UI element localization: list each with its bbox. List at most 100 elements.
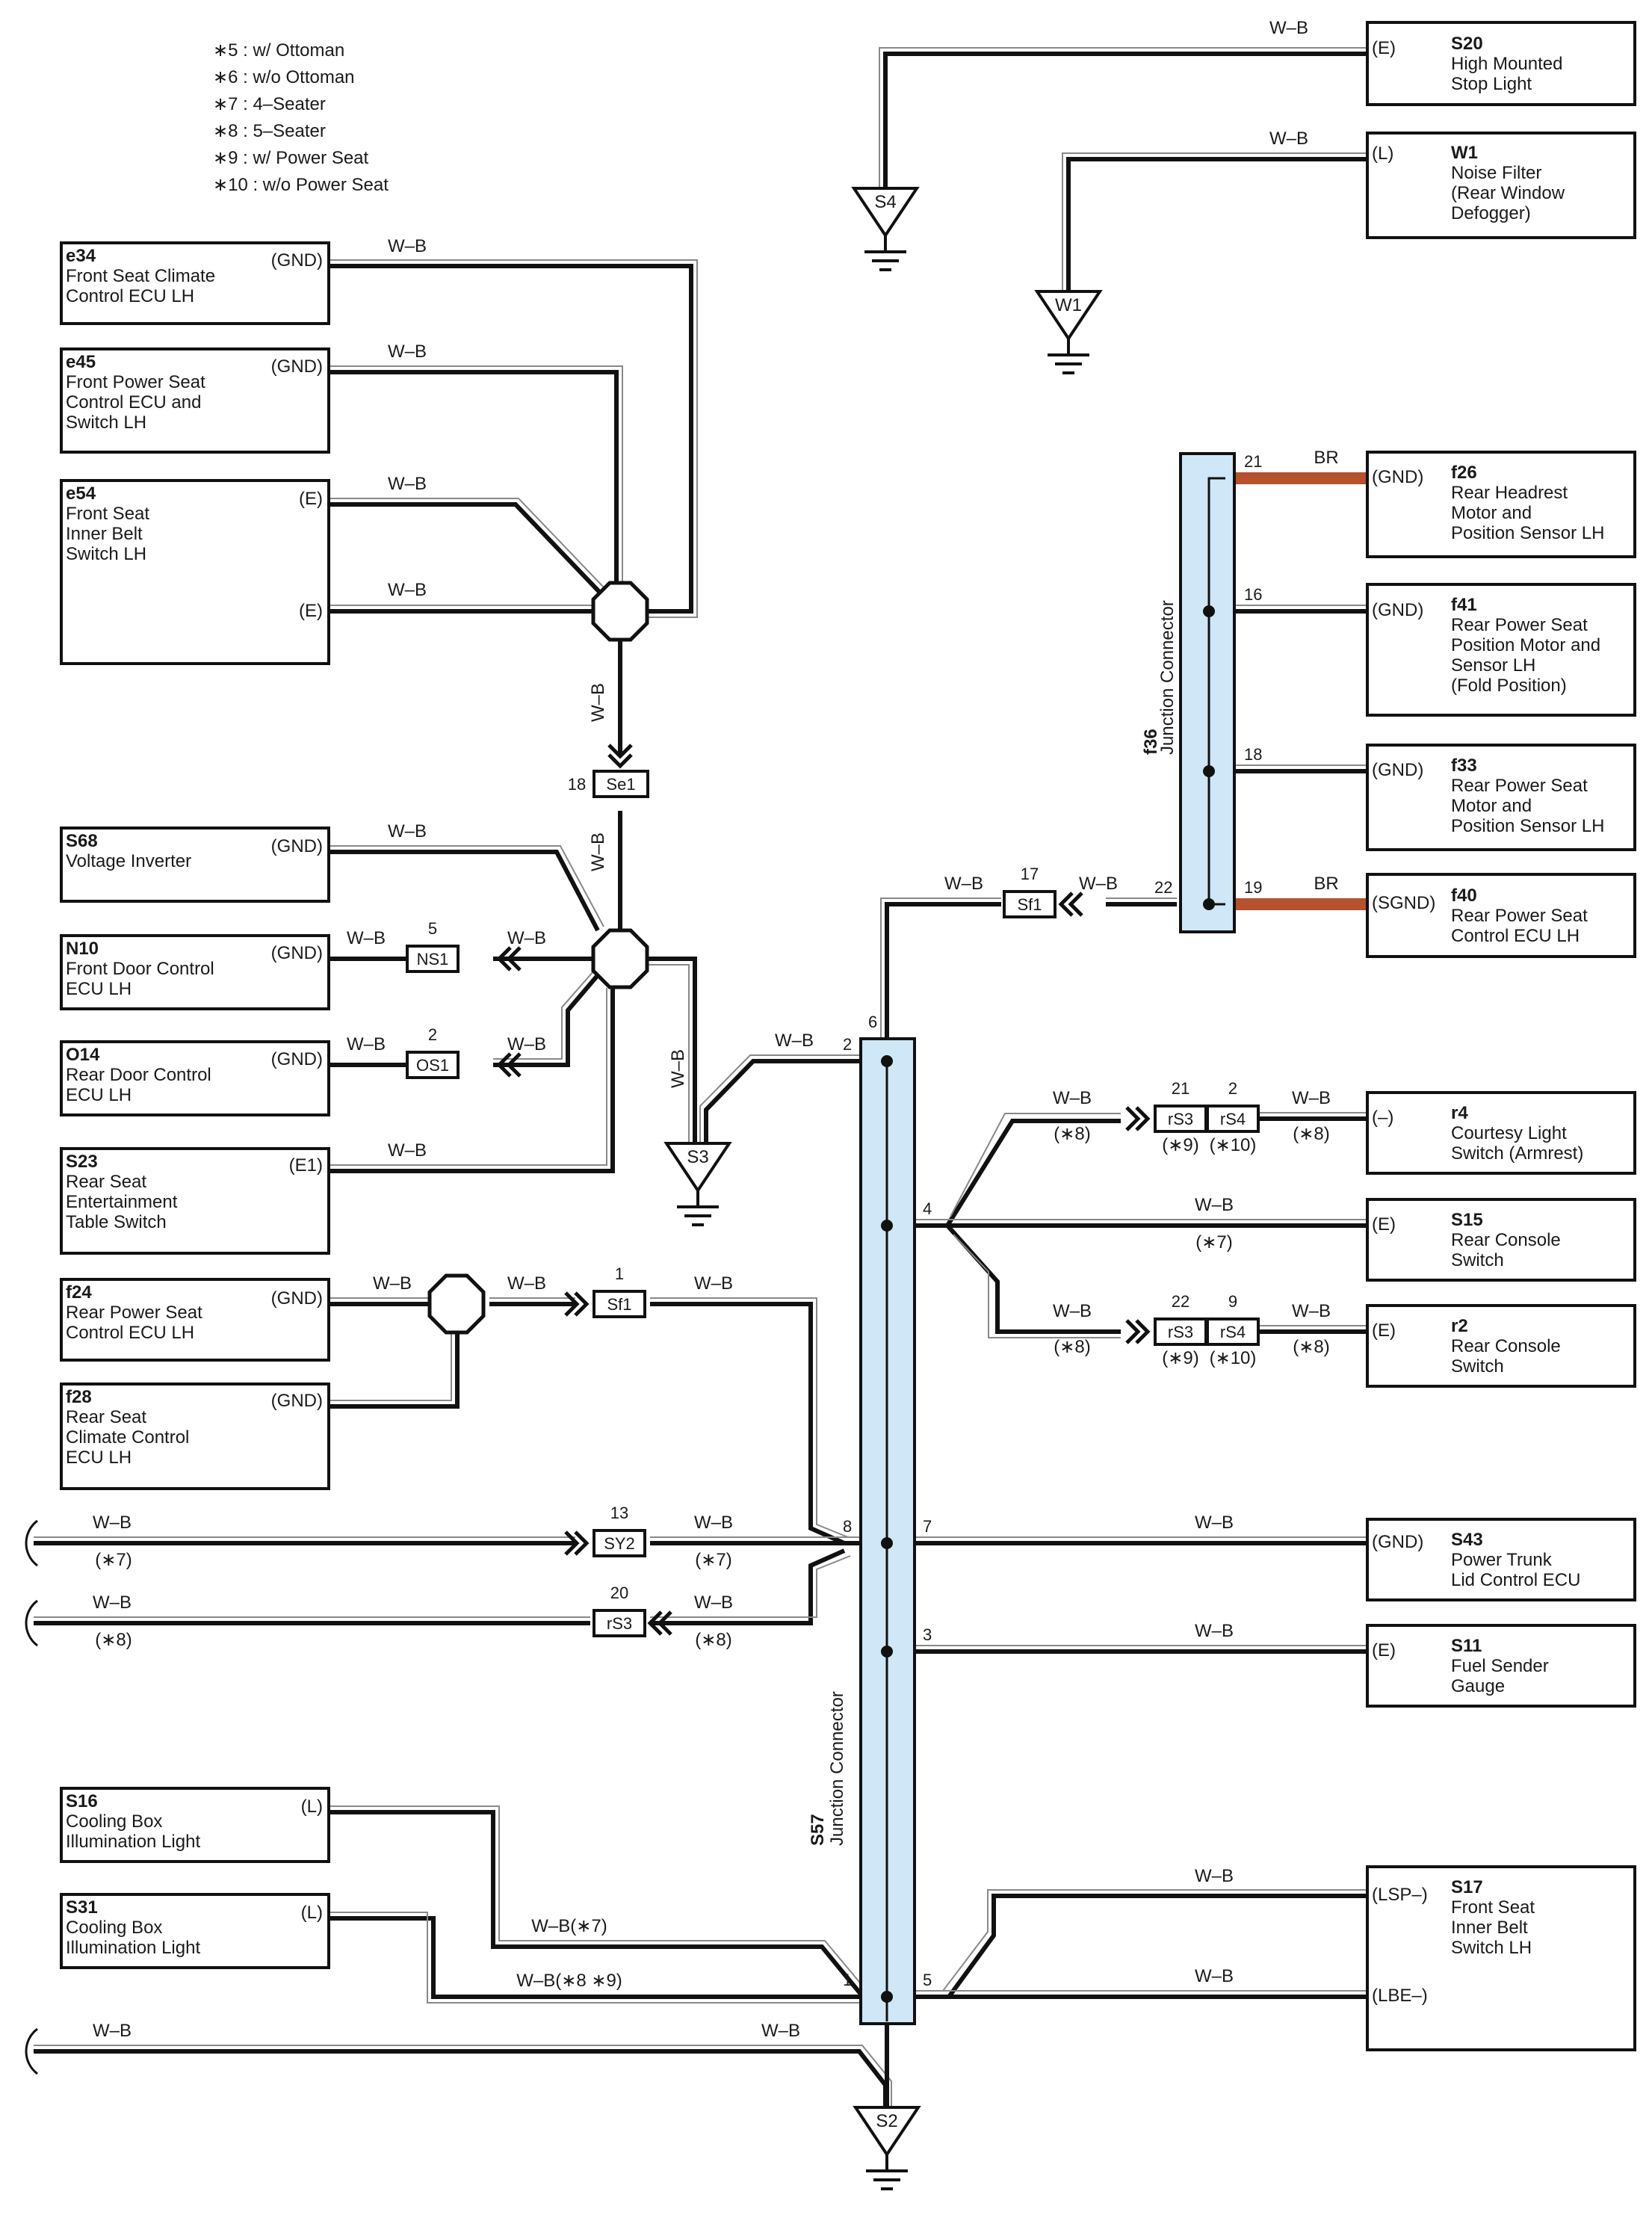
- connector-rs4a-box: [1206, 1105, 1260, 1133]
- component-code: S43: [1451, 1530, 1483, 1550]
- s68-box: [60, 827, 330, 903]
- pin-label: (LBE–): [1372, 1986, 1428, 2006]
- inline-connector-code: rS4: [1220, 1323, 1246, 1341]
- variant-notes: ∗5 : w/ Ottoman ∗6 : w/o Ottoman ∗7 : 4–…: [213, 40, 389, 195]
- pin-label: (GND): [271, 356, 323, 377]
- pin-label: (GND): [1372, 467, 1423, 487]
- variant-label: (∗8): [1293, 1124, 1329, 1144]
- variant-label: (∗10): [1210, 1135, 1257, 1155]
- chevron-left-icon: [647, 1610, 672, 1636]
- component-code: f41: [1451, 595, 1477, 615]
- n10-box: [60, 934, 330, 1010]
- pin-label: (GND): [271, 943, 323, 963]
- wire-color-label: W–B: [775, 1031, 814, 1051]
- component-name: Switch LH: [66, 544, 146, 564]
- s57-node: [881, 1991, 893, 2003]
- s57-node: [881, 1537, 893, 1549]
- wire-s68: [329, 850, 600, 932]
- pin-label: (E): [299, 489, 323, 509]
- pin-label: (LSP–): [1372, 1885, 1428, 1905]
- component-code: e54: [66, 484, 96, 504]
- f41-box: [1366, 583, 1636, 717]
- chevron-left-icon: [496, 1052, 522, 1078]
- s17-box: [1366, 1865, 1636, 2051]
- wire-color-label: W–B: [1292, 1301, 1331, 1321]
- inline-connector-pin: 2: [1228, 1079, 1237, 1098]
- component-name: (Fold Position): [1451, 676, 1567, 696]
- f24-box: [60, 1278, 330, 1362]
- wire-color-label: W–B: [388, 342, 427, 362]
- wire-color-label: W–B: [507, 1273, 546, 1294]
- wire-break-marks: [25, 1519, 38, 2075]
- component-name: Entertainment: [66, 1192, 178, 1212]
- variant-label: (∗8): [1054, 1124, 1090, 1144]
- wire-color-label: W–B: [761, 2021, 800, 2041]
- r4-box: [1366, 1091, 1636, 1175]
- ground-label: S3: [687, 1147, 708, 1167]
- s15-box: [1366, 1198, 1636, 1282]
- wire-w1-ground: [1066, 157, 1367, 299]
- wire-color-label: W–B: [588, 683, 608, 722]
- wire-color-label: BR: [1314, 874, 1338, 894]
- f36-node: [1203, 898, 1215, 910]
- wire-os1-splice2: [493, 974, 600, 1067]
- wire-color-label: W–B: [668, 1049, 688, 1088]
- pin-label: (L): [301, 1797, 323, 1817]
- s20-box: [1366, 21, 1636, 106]
- ground-label: S4: [874, 192, 896, 212]
- component-name: Cooling Box: [66, 1918, 162, 1938]
- inline-connector-code: rS3: [607, 1614, 632, 1633]
- component-name: ECU LH: [66, 979, 132, 999]
- ground-label: W1: [1055, 295, 1082, 315]
- component-name: Switch (Armrest): [1451, 1143, 1583, 1164]
- variant-label: (∗8): [1054, 1337, 1090, 1357]
- inline-connector-pin: 13: [610, 1504, 628, 1522]
- component-code: W1: [1451, 143, 1478, 163]
- component-name: Stop Light: [1451, 74, 1532, 94]
- wire-color-label: W–B: [1195, 1621, 1234, 1641]
- wire-s31: [329, 1916, 863, 1999]
- wire-color-label: W–B: [388, 580, 427, 600]
- component-name: (Rear Window: [1451, 183, 1565, 203]
- wire-color-label: W–B: [1195, 1195, 1234, 1215]
- component-code: S20: [1451, 34, 1483, 54]
- ground-w1-triangle: [1034, 290, 1103, 342]
- inline-connector-code: Se1: [606, 775, 635, 794]
- component-name: Rear Seat: [66, 1407, 146, 1427]
- inline-connector-code: rS4: [1220, 1110, 1246, 1128]
- inline-connector-code: Sf1: [607, 1295, 631, 1314]
- ground-s2-triangle: [853, 2106, 921, 2157]
- variant-label: (∗8): [695, 1630, 731, 1650]
- wire-s57-pin2-s3: [704, 1059, 863, 1143]
- inline-connector-code: NS1: [417, 950, 449, 969]
- wire-e34: [329, 264, 693, 614]
- wire-color-label: W–B: [388, 821, 427, 841]
- component-name: Position Motor and: [1451, 635, 1600, 655]
- junction-pin: 22: [1154, 878, 1172, 897]
- connector-sy2-box: [593, 1529, 646, 1557]
- component-name: Front Door Control: [66, 959, 214, 979]
- pin-label: (GND): [271, 1391, 323, 1411]
- f26-box: [1366, 451, 1636, 558]
- variant-label: (∗10): [1210, 1348, 1257, 1368]
- component-name: Front Seat Climate: [66, 266, 215, 286]
- component-name: Rear Headrest: [1451, 483, 1568, 503]
- wire-color-label: W–B: [93, 1513, 132, 1533]
- component-name: Motor and: [1451, 796, 1532, 816]
- inline-connector-code: OS1: [416, 1056, 449, 1075]
- component-name: Position Sensor LH: [1451, 523, 1604, 543]
- s11-box: [1366, 1624, 1636, 1708]
- chevron-right-icon: [1125, 1106, 1151, 1131]
- component-code: f28: [66, 1387, 92, 1407]
- f36-node: [1203, 765, 1215, 777]
- s43-box: [1366, 1518, 1636, 1601]
- wire-color-label: W–B: [1195, 1866, 1234, 1886]
- splice-upper: [591, 581, 649, 642]
- inline-connector-pin: 18: [568, 775, 586, 794]
- junction-pin: 5: [923, 1971, 932, 1989]
- wire-color-label: W–B: [694, 1592, 733, 1613]
- junction-code: f36: [1141, 729, 1161, 755]
- wire-color-label: BR: [1314, 448, 1338, 468]
- ground-icon: [866, 2154, 908, 2190]
